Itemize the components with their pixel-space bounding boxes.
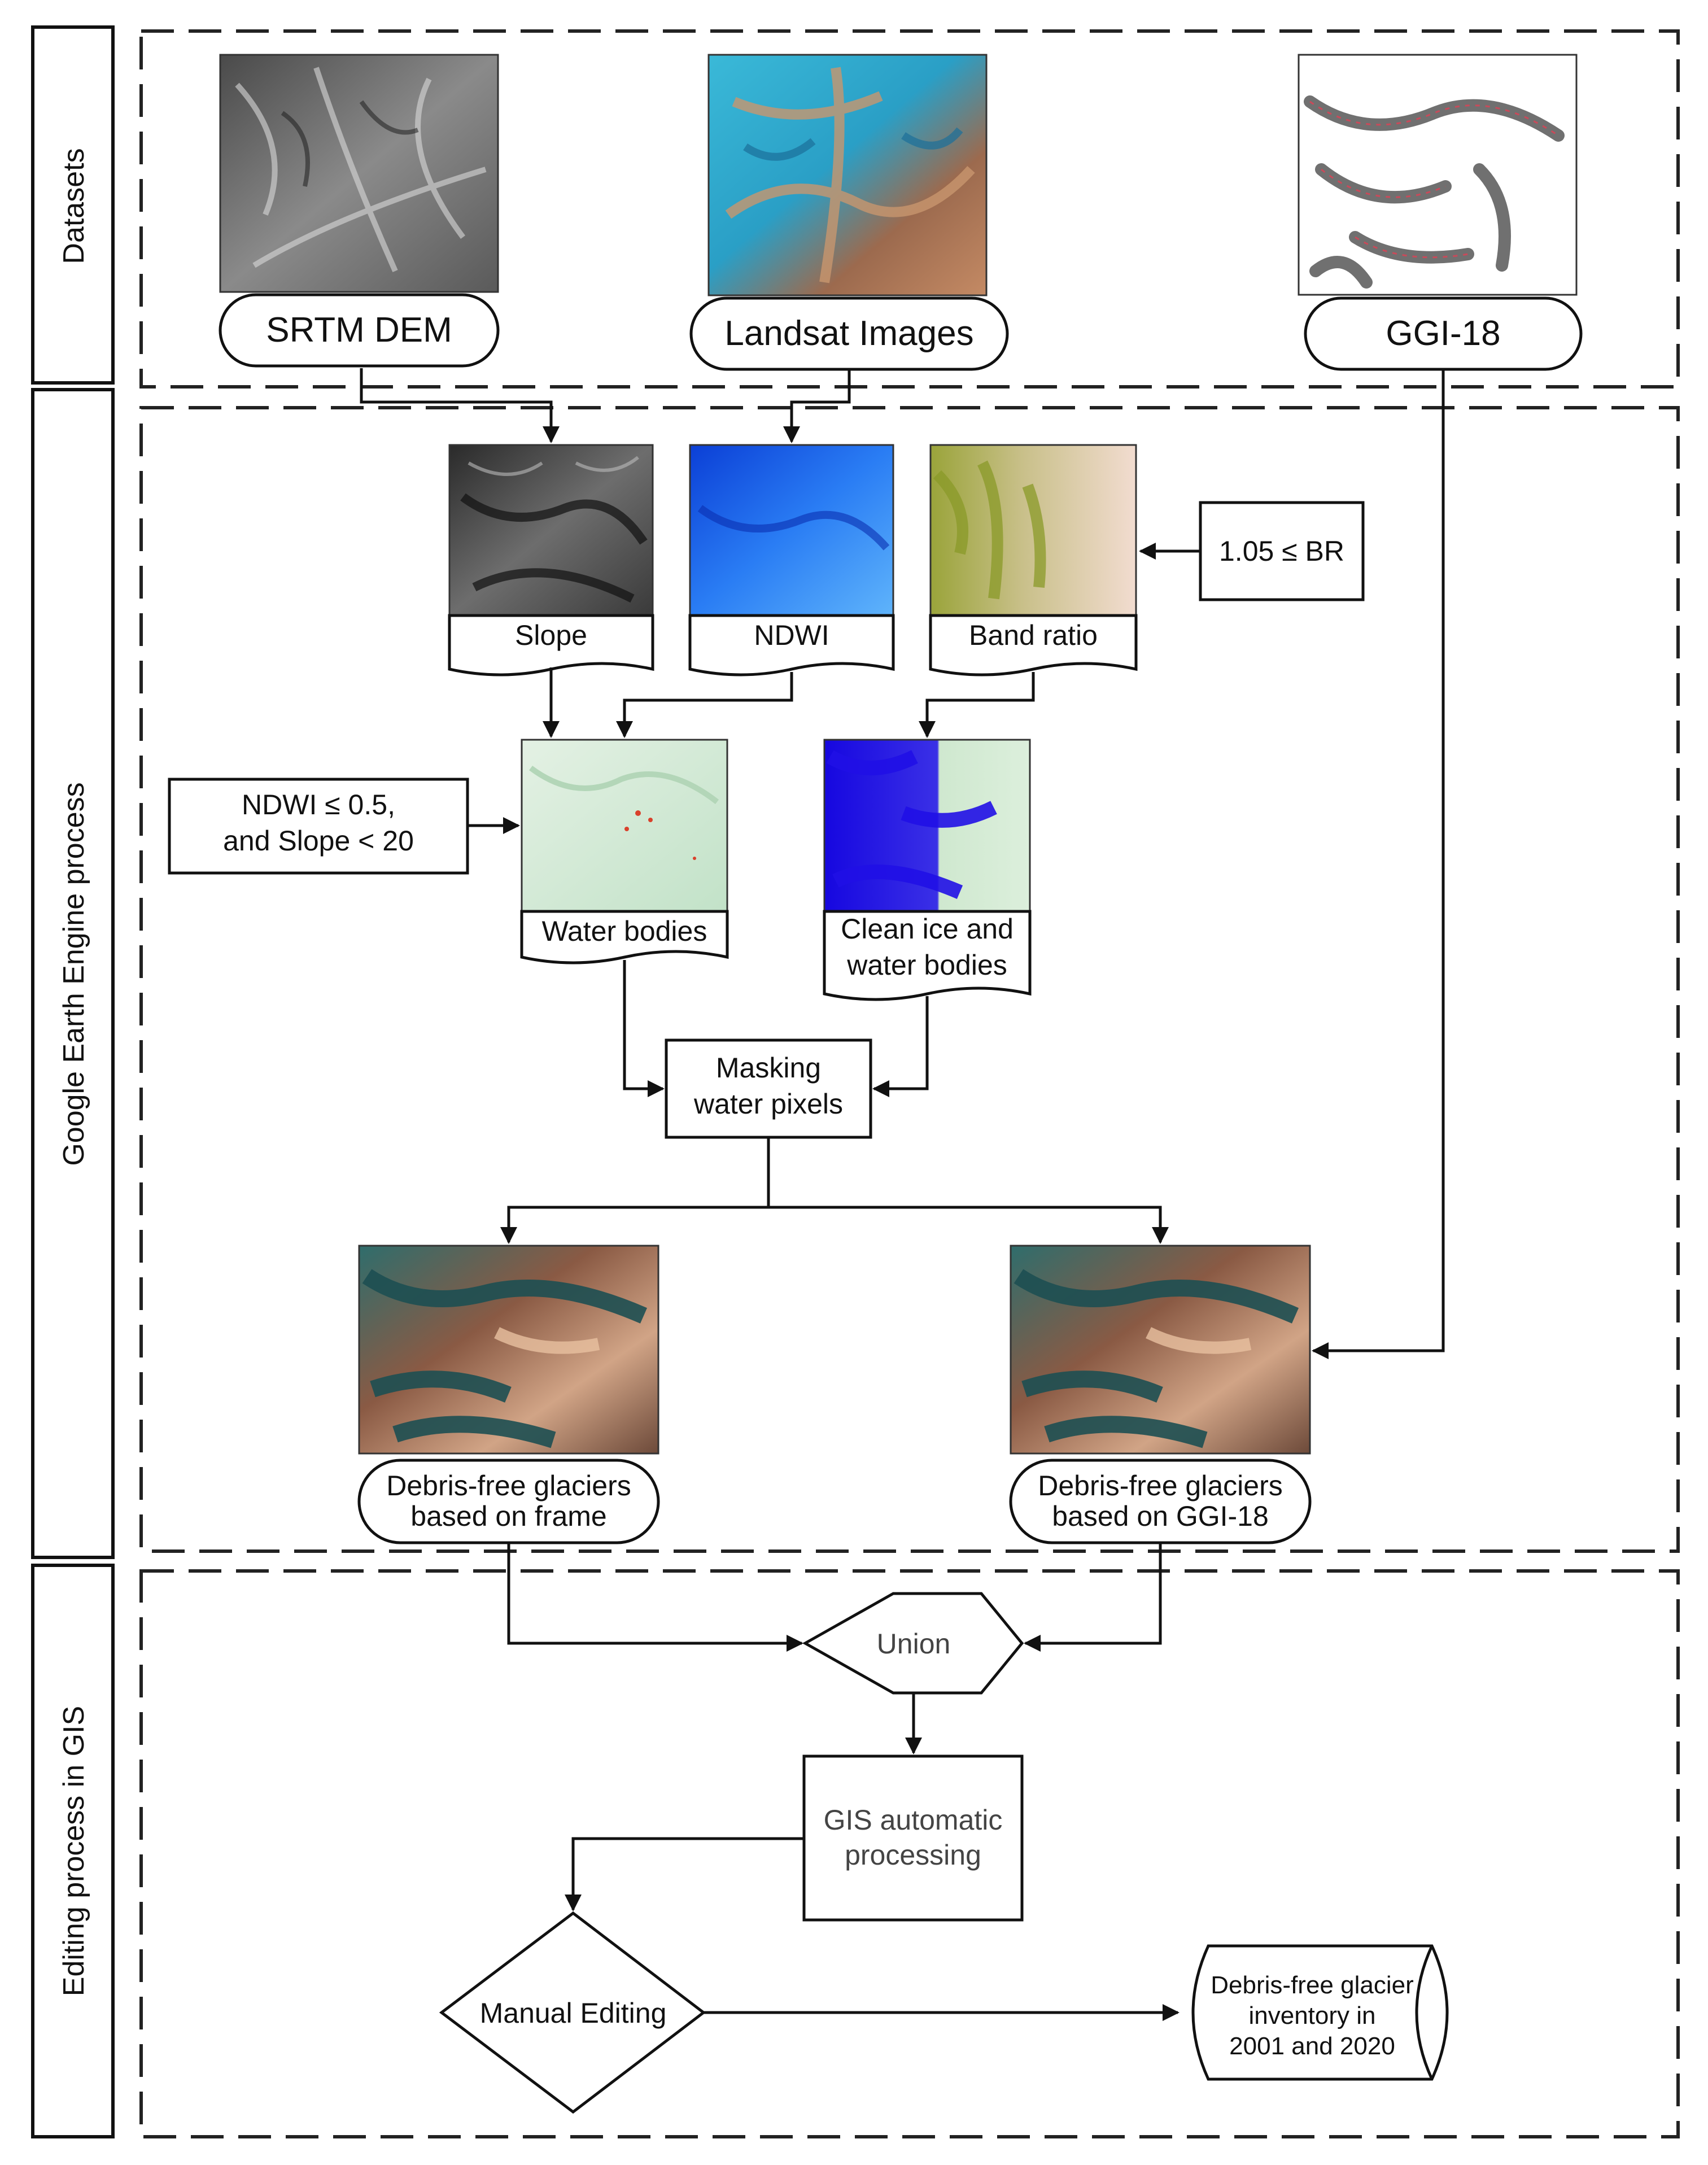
label-dfg-ggi-1: Debris-free glaciers (1038, 1470, 1282, 1501)
terminal-result-frame: Debris-free glaciers based on frame (357, 1459, 660, 1544)
process-gis-automatic: GIS automatic processing (802, 1754, 1024, 1922)
document-band-ratio: Band ratio (929, 614, 1138, 676)
label-dfg-ggi-2: based on GGI-18 (1052, 1500, 1269, 1532)
decision-manual-editing: Manual Editing (439, 1911, 706, 2114)
thumbnail-band-ratio (929, 444, 1137, 617)
frame-gee (139, 406, 1680, 1553)
thumbnail-result-ggi (1010, 1245, 1311, 1455)
lane-label-gis: Editing process in GIS (58, 1706, 90, 1996)
label-ggi-18: GGI-18 (1386, 314, 1500, 353)
label-inventory-3: 2001 and 2020 (1229, 2032, 1395, 2060)
document-water-bodies: Water bodies (520, 910, 729, 964)
edge-srtm-to-slope (360, 368, 560, 443)
edge-ggi-result-to-union (1024, 1543, 1162, 1652)
terminal-landsat-images: Landsat Images (689, 296, 1009, 371)
document-ndwi: NDWI (688, 614, 895, 676)
edge-masking-to-frame (500, 1206, 768, 1244)
process-masking: Masking water pixels (665, 1038, 872, 1139)
label-manual-editing: Manual Editing (480, 1997, 667, 2029)
label-masking-1: Masking (716, 1052, 821, 1084)
label-ndwi-threshold-2: and Slope < 20 (223, 825, 414, 857)
edge-gis-to-manual (565, 1837, 804, 1911)
thumbnail-water-bodies (521, 739, 728, 913)
label-masking-2: water pixels (693, 1088, 843, 1120)
threshold-band-ratio: 1.05 ≤ BR (1199, 501, 1365, 601)
label-inventory-1: Debris-free glacier (1211, 1971, 1413, 1999)
label-slope: Slope (515, 619, 587, 651)
edge-band-ratio-to-clean-ice (919, 672, 1035, 738)
label-union: Union (877, 1628, 951, 1660)
terminal-result-ggi: Debris-free glaciers based on GGI-18 (1009, 1459, 1312, 1544)
lane-label-datasets: Datasets (58, 148, 90, 264)
edge-clean-ice-to-masking (872, 996, 929, 1097)
label-srtm-dem: SRTM DEM (266, 311, 452, 350)
document-clean-ice: Clean ice and water bodies (823, 910, 1032, 1001)
threshold-ndwi-slope: NDWI ≤ 0.5, and Slope < 20 (168, 778, 469, 875)
label-dfg-frame-1: Debris-free glaciers (386, 1470, 631, 1501)
thumbnail-slope (448, 444, 654, 617)
label-clean-ice-2: water bodies (846, 949, 1007, 981)
label-gis-auto-1: GIS automatic (824, 1804, 1003, 1836)
label-dfg-frame-2: based on frame (410, 1500, 606, 1532)
label-landsat-images: Landsat Images (724, 314, 973, 353)
lane-label-gee: Google Earth Engine process (58, 782, 90, 1166)
thumbnail-result-frame (358, 1245, 659, 1455)
label-ndwi-threshold-1: NDWI ≤ 0.5, (242, 789, 395, 820)
label-inventory-2: inventory in (1248, 2002, 1375, 2029)
thumbnail-clean-ice (823, 739, 1031, 913)
edge-frame-to-union (507, 1543, 803, 1652)
label-br-threshold: 1.05 ≤ BR (1219, 535, 1344, 567)
thumbnail-ggi-18 (1298, 54, 1578, 296)
document-slope: Slope (448, 614, 654, 676)
frame-datasets (139, 29, 1680, 389)
thumbnail-srtm-dem (219, 54, 499, 293)
lane-datasets: Datasets (31, 25, 115, 385)
terminal-srtm-dem: SRTM DEM (219, 293, 500, 368)
edge-landsat-to-ndwi (783, 370, 851, 443)
label-water-bodies: Water bodies (542, 915, 707, 947)
thumbnail-landsat-images (707, 54, 988, 296)
edge-ndwi-to-water (616, 672, 793, 738)
connectors (360, 368, 1445, 2021)
terminal-ggi-18: GGI-18 (1304, 296, 1583, 371)
frame-gis (139, 1569, 1680, 2138)
lane-gis-editing: Editing process in GIS (31, 1564, 115, 2138)
label-band-ratio: Band ratio (969, 619, 1098, 651)
thumbnail-ndwi (689, 444, 894, 617)
label-gis-auto-2: processing (845, 1839, 981, 1871)
process-union: Union (802, 1592, 1024, 1695)
database-inventory: Debris-free glacier inventory in 2001 an… (1191, 1944, 1449, 2081)
edge-masking-to-ggi (768, 1206, 1169, 1244)
label-ndwi: NDWI (754, 619, 829, 651)
label-clean-ice-1: Clean ice and (841, 913, 1014, 945)
edge-ggi-to-result (1312, 369, 1445, 1359)
edge-water-to-masking (623, 960, 665, 1097)
lane-google-earth-engine: Google Earth Engine process (31, 388, 115, 1559)
